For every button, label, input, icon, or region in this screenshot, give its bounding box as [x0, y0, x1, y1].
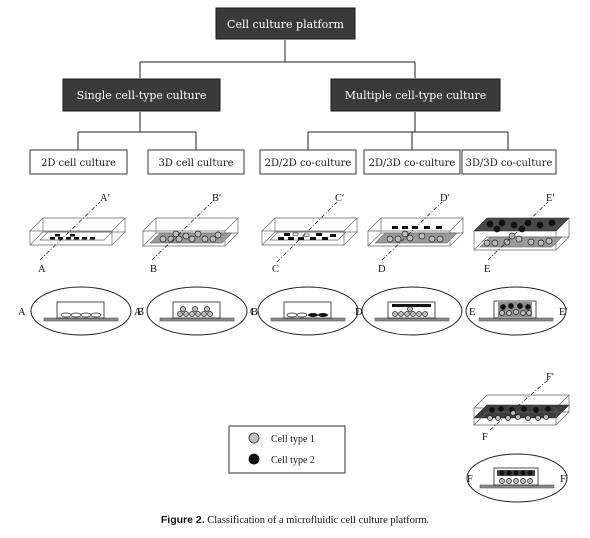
- caption-text: Classification of a microfluidic cell cu…: [205, 515, 430, 526]
- leaf-2d3d-label: 2D/3D co-culture: [369, 158, 456, 169]
- leaf-3d3d-label: 3D/3D co-culture: [466, 158, 553, 169]
- section-a-end: A′: [100, 193, 110, 204]
- section-b-end: B′: [212, 193, 221, 204]
- cross-f-start: F: [467, 474, 473, 485]
- cross-c-start: C: [250, 307, 257, 318]
- root-label: Cell culture platform: [227, 18, 344, 31]
- chip-2d3d-isometric: D D′: [367, 193, 464, 275]
- chip-f-isometric: F F′: [473, 372, 570, 443]
- cross-section-d: D D′: [355, 286, 477, 336]
- cell-type-2-swatch: [248, 453, 260, 465]
- cross-a-start: A: [18, 307, 26, 318]
- single-cell-type-label: Single cell-type culture: [77, 89, 207, 102]
- section-f-end: F′: [546, 372, 554, 383]
- chip-3d3d-isometric: E E′: [473, 193, 570, 275]
- cross-e-start: E: [469, 307, 475, 318]
- cross-section-b: B B′: [137, 286, 260, 336]
- section-a-start: A: [38, 264, 46, 275]
- leaf-2d3d-coculture: 2D/3D co-culture: [363, 149, 461, 175]
- multiple-cell-type-label: Multiple cell-type culture: [345, 89, 487, 102]
- leaf-2d2d-coculture: 2D/2D co-culture: [259, 149, 357, 175]
- leaf-3d-cell-culture: 3D cell culture: [147, 149, 245, 175]
- section-e-end: E′: [546, 193, 555, 204]
- section-c-start: C: [272, 264, 279, 275]
- legend-cell-type-2: Cell type 2: [271, 455, 315, 466]
- leaf-2d-cell-culture: 2D cell culture: [29, 149, 128, 175]
- chip-2d-isometric: A A′: [29, 193, 126, 275]
- cross-d-start: D: [355, 307, 363, 318]
- section-b-start: B: [150, 264, 157, 275]
- cross-f-end: F′: [560, 474, 568, 485]
- figure-caption: Figure 2. Classification of a microfluid…: [161, 514, 429, 526]
- section-f-start: F: [482, 432, 488, 443]
- cross-section-e: E E′: [465, 286, 568, 336]
- cross-section-a: A A′: [18, 286, 144, 336]
- leaf-3d-label: 3D cell culture: [158, 158, 233, 169]
- cross-b-start: B: [137, 307, 144, 318]
- leaf-2d2d-label: 2D/2D co-culture: [265, 158, 352, 169]
- leaf-2d-label: 2D cell culture: [41, 158, 116, 169]
- tree-connectors: [77, 40, 509, 150]
- leaf-3d3d-coculture: 3D/3D co-culture: [461, 149, 557, 175]
- cross-section-c: C C′: [250, 286, 371, 336]
- cell-type-1-swatch: [248, 432, 260, 444]
- section-d-start: D: [378, 264, 386, 275]
- cross-e-end: E′: [559, 307, 568, 318]
- section-c-end: C′: [335, 193, 344, 204]
- caption-label: Figure 2.: [161, 514, 205, 526]
- cross-b-end: B′: [251, 307, 260, 318]
- legend: Cell type 1 Cell type 2: [228, 425, 346, 474]
- section-e-start: E: [484, 264, 490, 275]
- section-d-end: D′: [440, 193, 450, 204]
- chip-3d-isometric: B B′: [142, 193, 239, 275]
- single-cell-type-node: Single cell-type culture: [62, 78, 221, 112]
- chip-2d2d-isometric: C C′: [261, 193, 358, 275]
- legend-cell-type-1: Cell type 1: [271, 434, 315, 445]
- multiple-cell-type-node: Multiple cell-type culture: [330, 78, 501, 112]
- cross-section-f: F F′: [466, 453, 568, 503]
- root-node: Cell culture platform: [215, 7, 356, 40]
- cross-a-end: A′: [134, 307, 144, 318]
